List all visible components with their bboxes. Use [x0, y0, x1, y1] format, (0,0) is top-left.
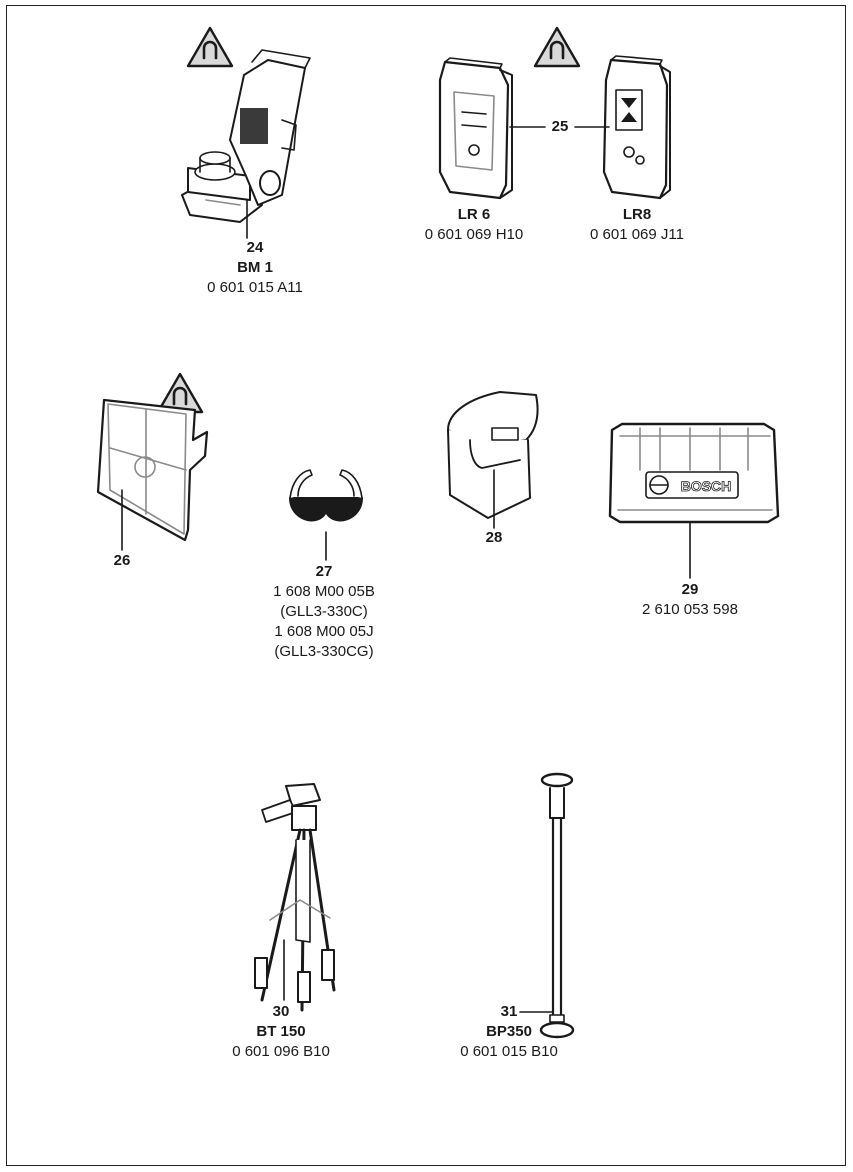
order-code: 0 601 069 H10	[424, 226, 524, 243]
item-number: 28	[485, 529, 503, 546]
model-name: LR 6	[457, 206, 491, 223]
item-27-label: 27 1 608 M00 05B (GLL3-330C) 1 608 M00 0…	[273, 562, 375, 662]
item-28-label: 28	[486, 528, 503, 548]
page-frame	[6, 5, 846, 1166]
order-code: 1 608 M00 05J	[274, 623, 374, 640]
lr6-receiver-illustration	[438, 57, 513, 200]
bm1-wall-mount-illustration	[181, 49, 311, 239]
target-plate-illustration	[96, 398, 209, 551]
item-25-lr6-label: LR 6 0 601 069 H10	[425, 205, 523, 245]
model-name: BP350	[486, 1023, 532, 1040]
order-code: (GLL3-330C)	[280, 603, 368, 620]
telescopic-pole-illustration	[519, 772, 575, 1039]
item-number: 31	[500, 1003, 518, 1020]
magnet-warning-icon	[186, 26, 234, 68]
laser-glasses-illustration	[289, 469, 363, 561]
order-code: 1 608 M00 05B	[273, 583, 375, 600]
item-number: 24	[246, 239, 264, 256]
order-code: 2 610 053 598	[642, 601, 738, 618]
item-25-lr8-label: LR8 0 601 069 J11	[590, 205, 684, 245]
item-31-label: 31 BP350 0 601 015 B10	[460, 1002, 558, 1062]
carrying-case-illustration	[608, 422, 780, 579]
item-number: 29	[681, 581, 699, 598]
tripod-illustration	[254, 783, 336, 1012]
order-code: 0 601 015 A11	[207, 279, 303, 296]
item-30-label: 30 BT 150 0 601 096 B10	[232, 1002, 330, 1062]
item-26-label: 26	[114, 551, 131, 571]
lr8-receiver-illustration	[602, 55, 671, 200]
item-number: 26	[113, 552, 131, 569]
model-name: BM 1	[237, 259, 273, 276]
order-code: 0 601 015 B10	[460, 1043, 558, 1060]
item-number: 30	[272, 1003, 290, 1020]
order-code: 0 601 096 B10	[232, 1043, 330, 1060]
item-29-label: 29 2 610 053 598	[642, 580, 738, 620]
model-name: BT 150	[256, 1023, 306, 1040]
protective-pouch-illustration	[447, 391, 539, 529]
order-code: (GLL3-330CG)	[274, 643, 374, 660]
order-code: 0 601 069 J11	[590, 226, 684, 243]
item-25-number: 25	[551, 118, 569, 135]
magnet-warning-icon	[533, 26, 581, 68]
item-24-label: 24 BM 1 0 601 015 A11	[207, 238, 303, 298]
model-name: LR8	[622, 206, 652, 223]
item-number: 27	[315, 563, 333, 580]
